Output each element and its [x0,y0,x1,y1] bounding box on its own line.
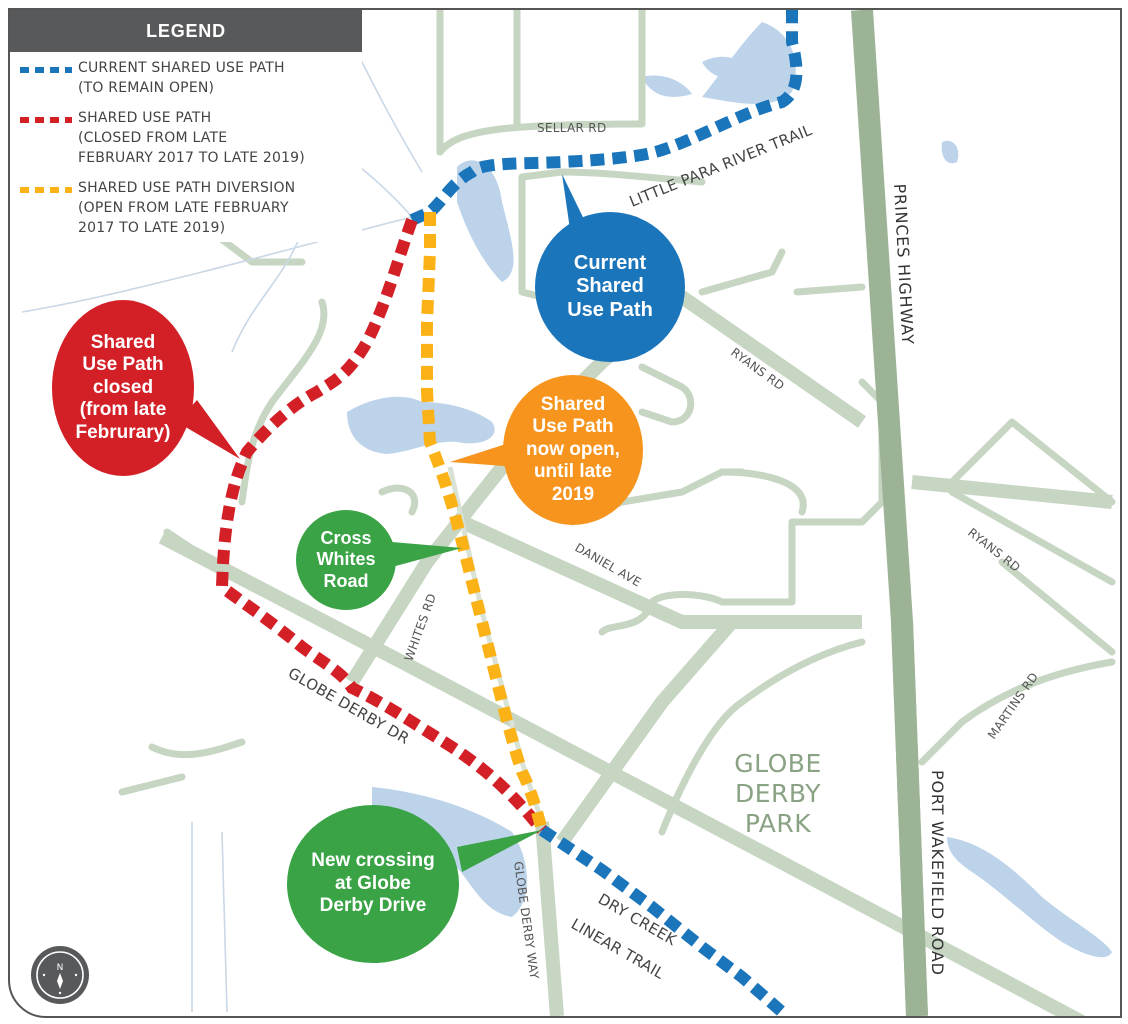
closed-shared-use-path[interactable] [215,217,547,834]
callout-new-crossing[interactable]: New crossing at Globe Derby Drive [287,805,459,963]
legend-title: LEGEND [10,10,362,52]
callout-closed-path[interactable]: Shared Use Path closed (from late Februr… [52,300,194,476]
shared-use-path-diversion[interactable] [421,212,548,832]
rail-corridor [447,466,545,823]
legend-item-current-path: CURRENT SHARED USE PATH (TO REMAIN OPEN) [10,52,362,102]
current-shared-use-path-north[interactable] [409,10,803,226]
ryans-rd-label-2: RYANS RD [965,525,1023,575]
port-wakefield-road [891,621,928,1016]
legend-text-diversion: SHARED USE PATH DIVERSION (OPEN FROM LAT… [78,180,296,236]
water-bodies [347,22,1112,958]
legend-swatch-current [20,67,72,73]
globe-derby-way-label: GLOBE DERBY WAY [511,860,541,980]
callout-current-path[interactable]: Current Shared Use Path [535,212,685,362]
martins-rd-label: MARTINS RD [985,670,1041,742]
map-canvas[interactable]: SELLAR RD LITTLE PARA RIVER TRAIL PRINCE… [10,10,1120,1016]
new-crossing-pointer [457,830,542,872]
princes-highway-label: PRINCES HIGHWAY [890,183,917,345]
callout-open-path[interactable]: Shared Use Path now open, until late 201… [503,375,643,525]
park-label-line-2: DERBY [735,779,821,808]
cross-whites-pointer [392,542,462,567]
compass-north-label: N [57,963,64,973]
park-label-line-1: GLOBE [734,749,822,778]
legend: LEGEND CURRENT SHARED USE PATH (TO REMAI… [10,10,362,242]
current-shared-use-path-south[interactable] [538,825,786,1016]
port-wakefield-road-label: PORT WAKEFIELD ROAD [928,770,947,976]
compass-icon: N [31,946,89,1004]
legend-item-closed-path: SHARED USE PATH (CLOSED FROM LATE FEBRUA… [10,102,362,172]
legend-swatch-closed [20,117,72,123]
legend-text-closed: SHARED USE PATH (CLOSED FROM LATE FEBRUA… [78,110,305,166]
map-frame: SELLAR RD LITTLE PARA RIVER TRAIL PRINCE… [8,8,1122,1018]
legend-text-current: CURRENT SHARED USE PATH (TO REMAIN OPEN) [78,60,285,96]
callout-cross-whites[interactable]: Cross Whites Road [296,510,396,610]
sellar-rd-label: SELLAR RD [537,121,607,135]
legend-swatch-diversion [20,187,72,193]
open-path-pointer [450,442,517,467]
little-para-trail-label: LITTLE PARA RIVER TRAIL [627,121,815,211]
park-label-line-3: PARK [745,809,811,838]
closed-path-pointer [177,400,240,459]
legend-item-diversion: SHARED USE PATH DIVERSION (OPEN FROM LAT… [10,172,362,242]
